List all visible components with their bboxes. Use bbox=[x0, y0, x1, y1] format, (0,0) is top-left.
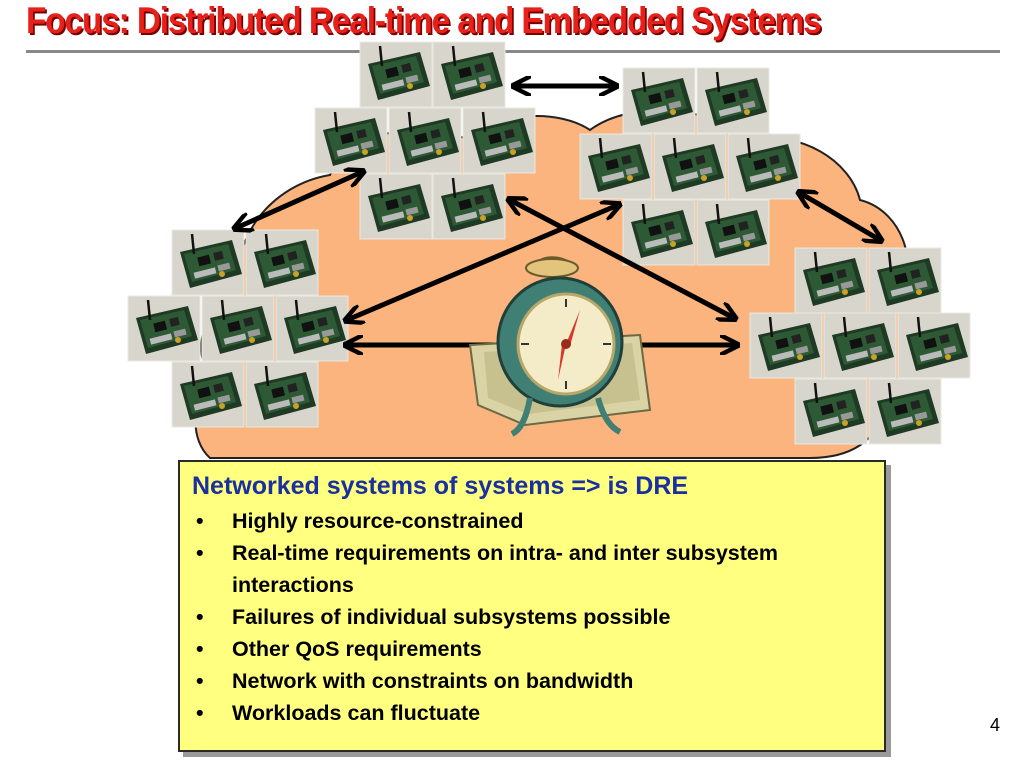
list-item: • Network with constraints on bandwidth bbox=[192, 665, 872, 697]
arrow-topleft-right bbox=[510, 200, 734, 318]
subsystem-left bbox=[126, 228, 350, 429]
requirements-list: • Highly resource-constrained • Real-time … bbox=[192, 505, 872, 729]
list-item-text: Failures of individual subsystems possib… bbox=[232, 605, 671, 629]
requirements-box: Networked systems of systems => is DRE •… bbox=[178, 460, 886, 752]
title-underline bbox=[26, 50, 1000, 53]
list-item-text: Other QoS requirements bbox=[232, 637, 482, 661]
list-item-text: Workloads can fluctuate bbox=[232, 701, 481, 725]
bullet-glyph: • bbox=[196, 541, 204, 565]
slide-title: Focus: Distributed Real-time and Embedde… bbox=[26, 0, 822, 41]
requirements-heading: Networked systems of systems => is DRE bbox=[192, 472, 689, 500]
list-item-text: Real-time requirements on intra- and int… bbox=[232, 541, 778, 597]
bullet-glyph: • bbox=[196, 509, 204, 533]
bullet-glyph: • bbox=[196, 701, 204, 725]
bullet-glyph: • bbox=[196, 669, 204, 693]
list-item-text: Network with constraints on bandwidth bbox=[232, 669, 634, 693]
list-item: • Highly resource-constrained bbox=[192, 505, 872, 537]
list-item: • Failures of individual subsystems possi… bbox=[192, 601, 872, 633]
page-number: 4 bbox=[990, 715, 1001, 735]
alarm-clock-icon bbox=[468, 256, 652, 437]
arrow-topright-right bbox=[800, 193, 880, 240]
bullet-glyph: • bbox=[196, 637, 204, 661]
bullet-glyph: • bbox=[196, 605, 204, 629]
list-item: • Other QoS requirements bbox=[192, 633, 872, 665]
list-item: • Real-time requirements on intra- and in… bbox=[192, 537, 872, 601]
arrow-topleft-left bbox=[236, 172, 362, 228]
list-item-text: Highly resource-constrained bbox=[232, 509, 524, 533]
list-item: • Workloads can fluctuate bbox=[192, 697, 872, 729]
